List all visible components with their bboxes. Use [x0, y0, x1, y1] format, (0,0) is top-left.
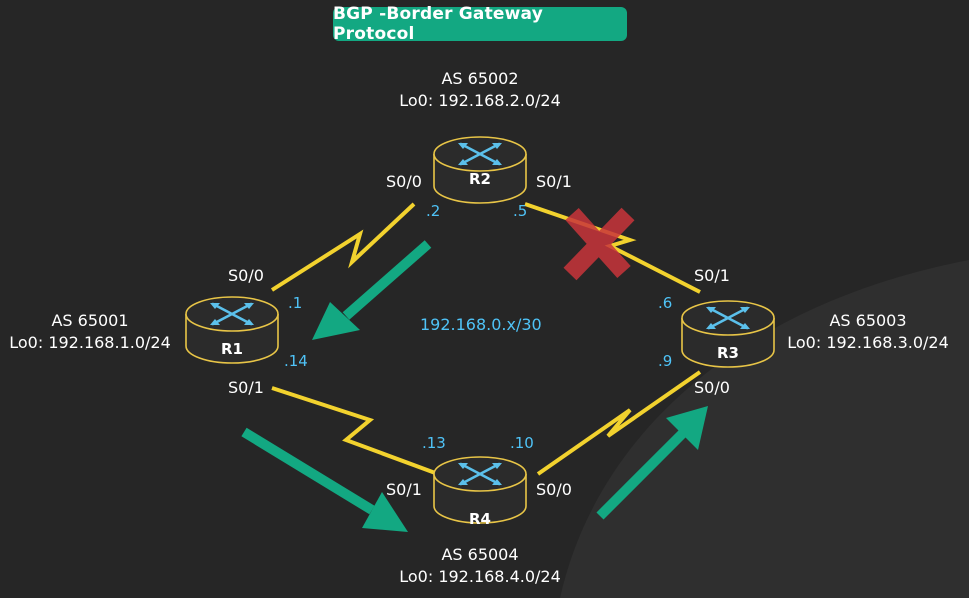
r4-s01-label: S0/1	[386, 480, 422, 499]
r1-s01-ip: .14	[284, 352, 308, 370]
diagram-title: BGP -Border Gateway Protocol	[333, 4, 627, 44]
as-r3-number: AS 65003	[829, 311, 907, 330]
r4-s01-ip: .13	[422, 434, 446, 452]
traffic-arrow-r2-r1	[312, 240, 432, 340]
r3-s00-ip: .9	[658, 352, 673, 370]
r3-s00-label: S0/0	[694, 378, 730, 397]
as-r2-block: AS 65002 Lo0: 192.168.2.0/24	[399, 68, 561, 112]
link-r1-r2	[270, 202, 416, 292]
router-r2-name: R2	[469, 170, 491, 188]
router-r3-name: R3	[717, 344, 739, 362]
as-r1-block: AS 65001 Lo0: 192.168.1.0/24	[9, 310, 171, 354]
r2-s01-ip: .5	[513, 202, 528, 220]
r3-s01-label: S0/1	[694, 266, 730, 285]
router-r1-name: R1	[221, 340, 243, 358]
r1-s01-label: S0/1	[228, 378, 264, 397]
r1-s00-label: S0/0	[228, 266, 264, 285]
r4-s00-ip: .10	[510, 434, 534, 452]
link-r4-r3	[536, 370, 702, 476]
router-r4-name: R4	[469, 510, 491, 528]
as-r1-number: AS 65001	[51, 311, 129, 330]
as-r3-block: AS 65003 Lo0: 192.168.3.0/24	[787, 310, 949, 354]
as-r4-number: AS 65004	[441, 545, 519, 564]
as-r3-loopback: Lo0: 192.168.3.0/24	[787, 333, 949, 352]
network-subnet-label: 192.168.0.x/30	[420, 315, 542, 334]
link-r1-r4	[271, 386, 439, 476]
as-r2-loopback: Lo0: 192.168.2.0/24	[399, 91, 561, 110]
r4-s00-label: S0/0	[536, 480, 572, 499]
r2-s00-ip: .2	[426, 202, 441, 220]
r2-s01-label: S0/1	[536, 172, 572, 191]
as-r4-block: AS 65004 Lo0: 192.168.4.0/24	[399, 544, 561, 588]
r1-s00-ip: .1	[288, 294, 303, 312]
as-r2-number: AS 65002	[441, 69, 519, 88]
as-r4-loopback: Lo0: 192.168.4.0/24	[399, 567, 561, 586]
r2-s00-label: S0/0	[386, 172, 422, 191]
as-r1-loopback: Lo0: 192.168.1.0/24	[9, 333, 171, 352]
link-down-x-icon	[563, 207, 635, 281]
r3-s01-ip: .6	[658, 294, 673, 312]
traffic-arrow-r1-r4	[241, 427, 408, 532]
traffic-arrow-r4-r3	[596, 406, 708, 520]
